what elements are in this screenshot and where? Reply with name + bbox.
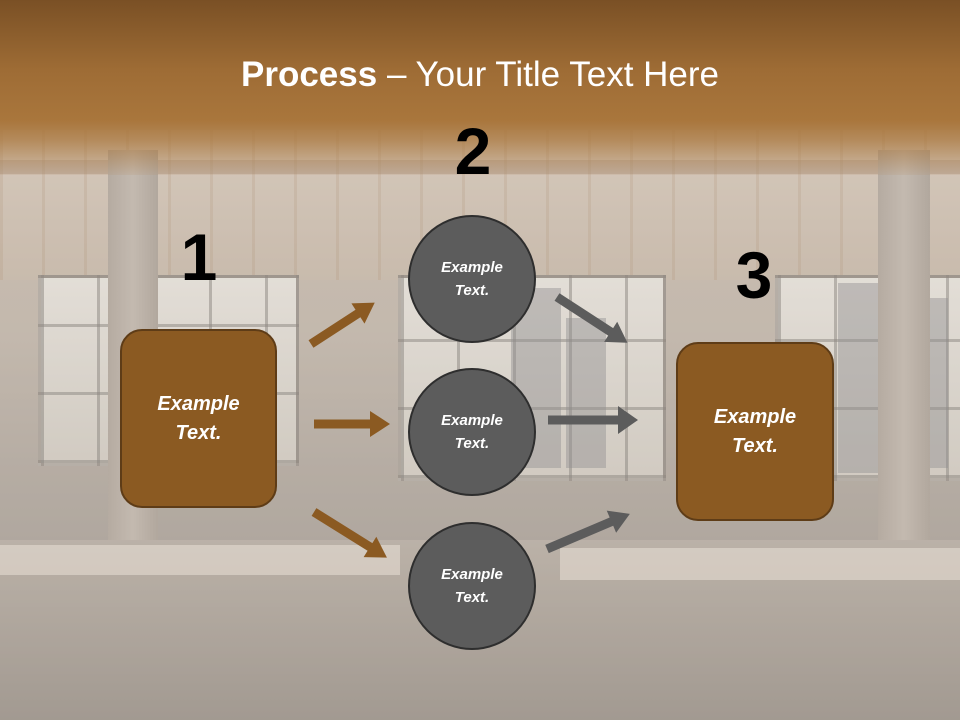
slide-title[interactable]: Process – Your Title Text Here — [0, 52, 960, 98]
arrow-to-circle-2 — [314, 411, 390, 437]
step-1-text: Example Text. — [157, 392, 240, 444]
step-3-box[interactable]: Example Text. — [676, 342, 834, 521]
arrow-to-circle-1 — [308, 302, 375, 348]
arrow-to-circle-3 — [311, 508, 387, 558]
step-number-3[interactable]: 3 — [735, 238, 773, 312]
circle-text: Example Text. — [441, 259, 503, 299]
arrow-from-circle-2 — [548, 406, 638, 434]
step-1-box[interactable]: Example Text. — [120, 329, 277, 508]
step-2-circle-top[interactable]: Example Text. — [408, 215, 536, 343]
step-2-circle-bottom[interactable]: Example Text. — [408, 522, 536, 650]
title-rest: – Your Title Text Here — [377, 55, 719, 94]
title-bold: Process — [241, 55, 378, 94]
step-3-text: Example Text. — [713, 405, 797, 457]
sunlight-patch — [0, 545, 400, 575]
arrow-from-circle-1 — [554, 293, 628, 343]
step-2-circle-middle[interactable]: Example Text. — [408, 368, 536, 496]
step-number-2[interactable]: 2 — [454, 114, 492, 188]
circle-text: Example Text. — [441, 412, 503, 452]
title-band — [0, 0, 960, 175]
step-number-1[interactable]: 1 — [180, 220, 218, 294]
arrow-from-circle-3 — [545, 510, 630, 554]
circle-text: Example Text. — [441, 566, 503, 606]
sunlight-patch — [560, 548, 960, 580]
